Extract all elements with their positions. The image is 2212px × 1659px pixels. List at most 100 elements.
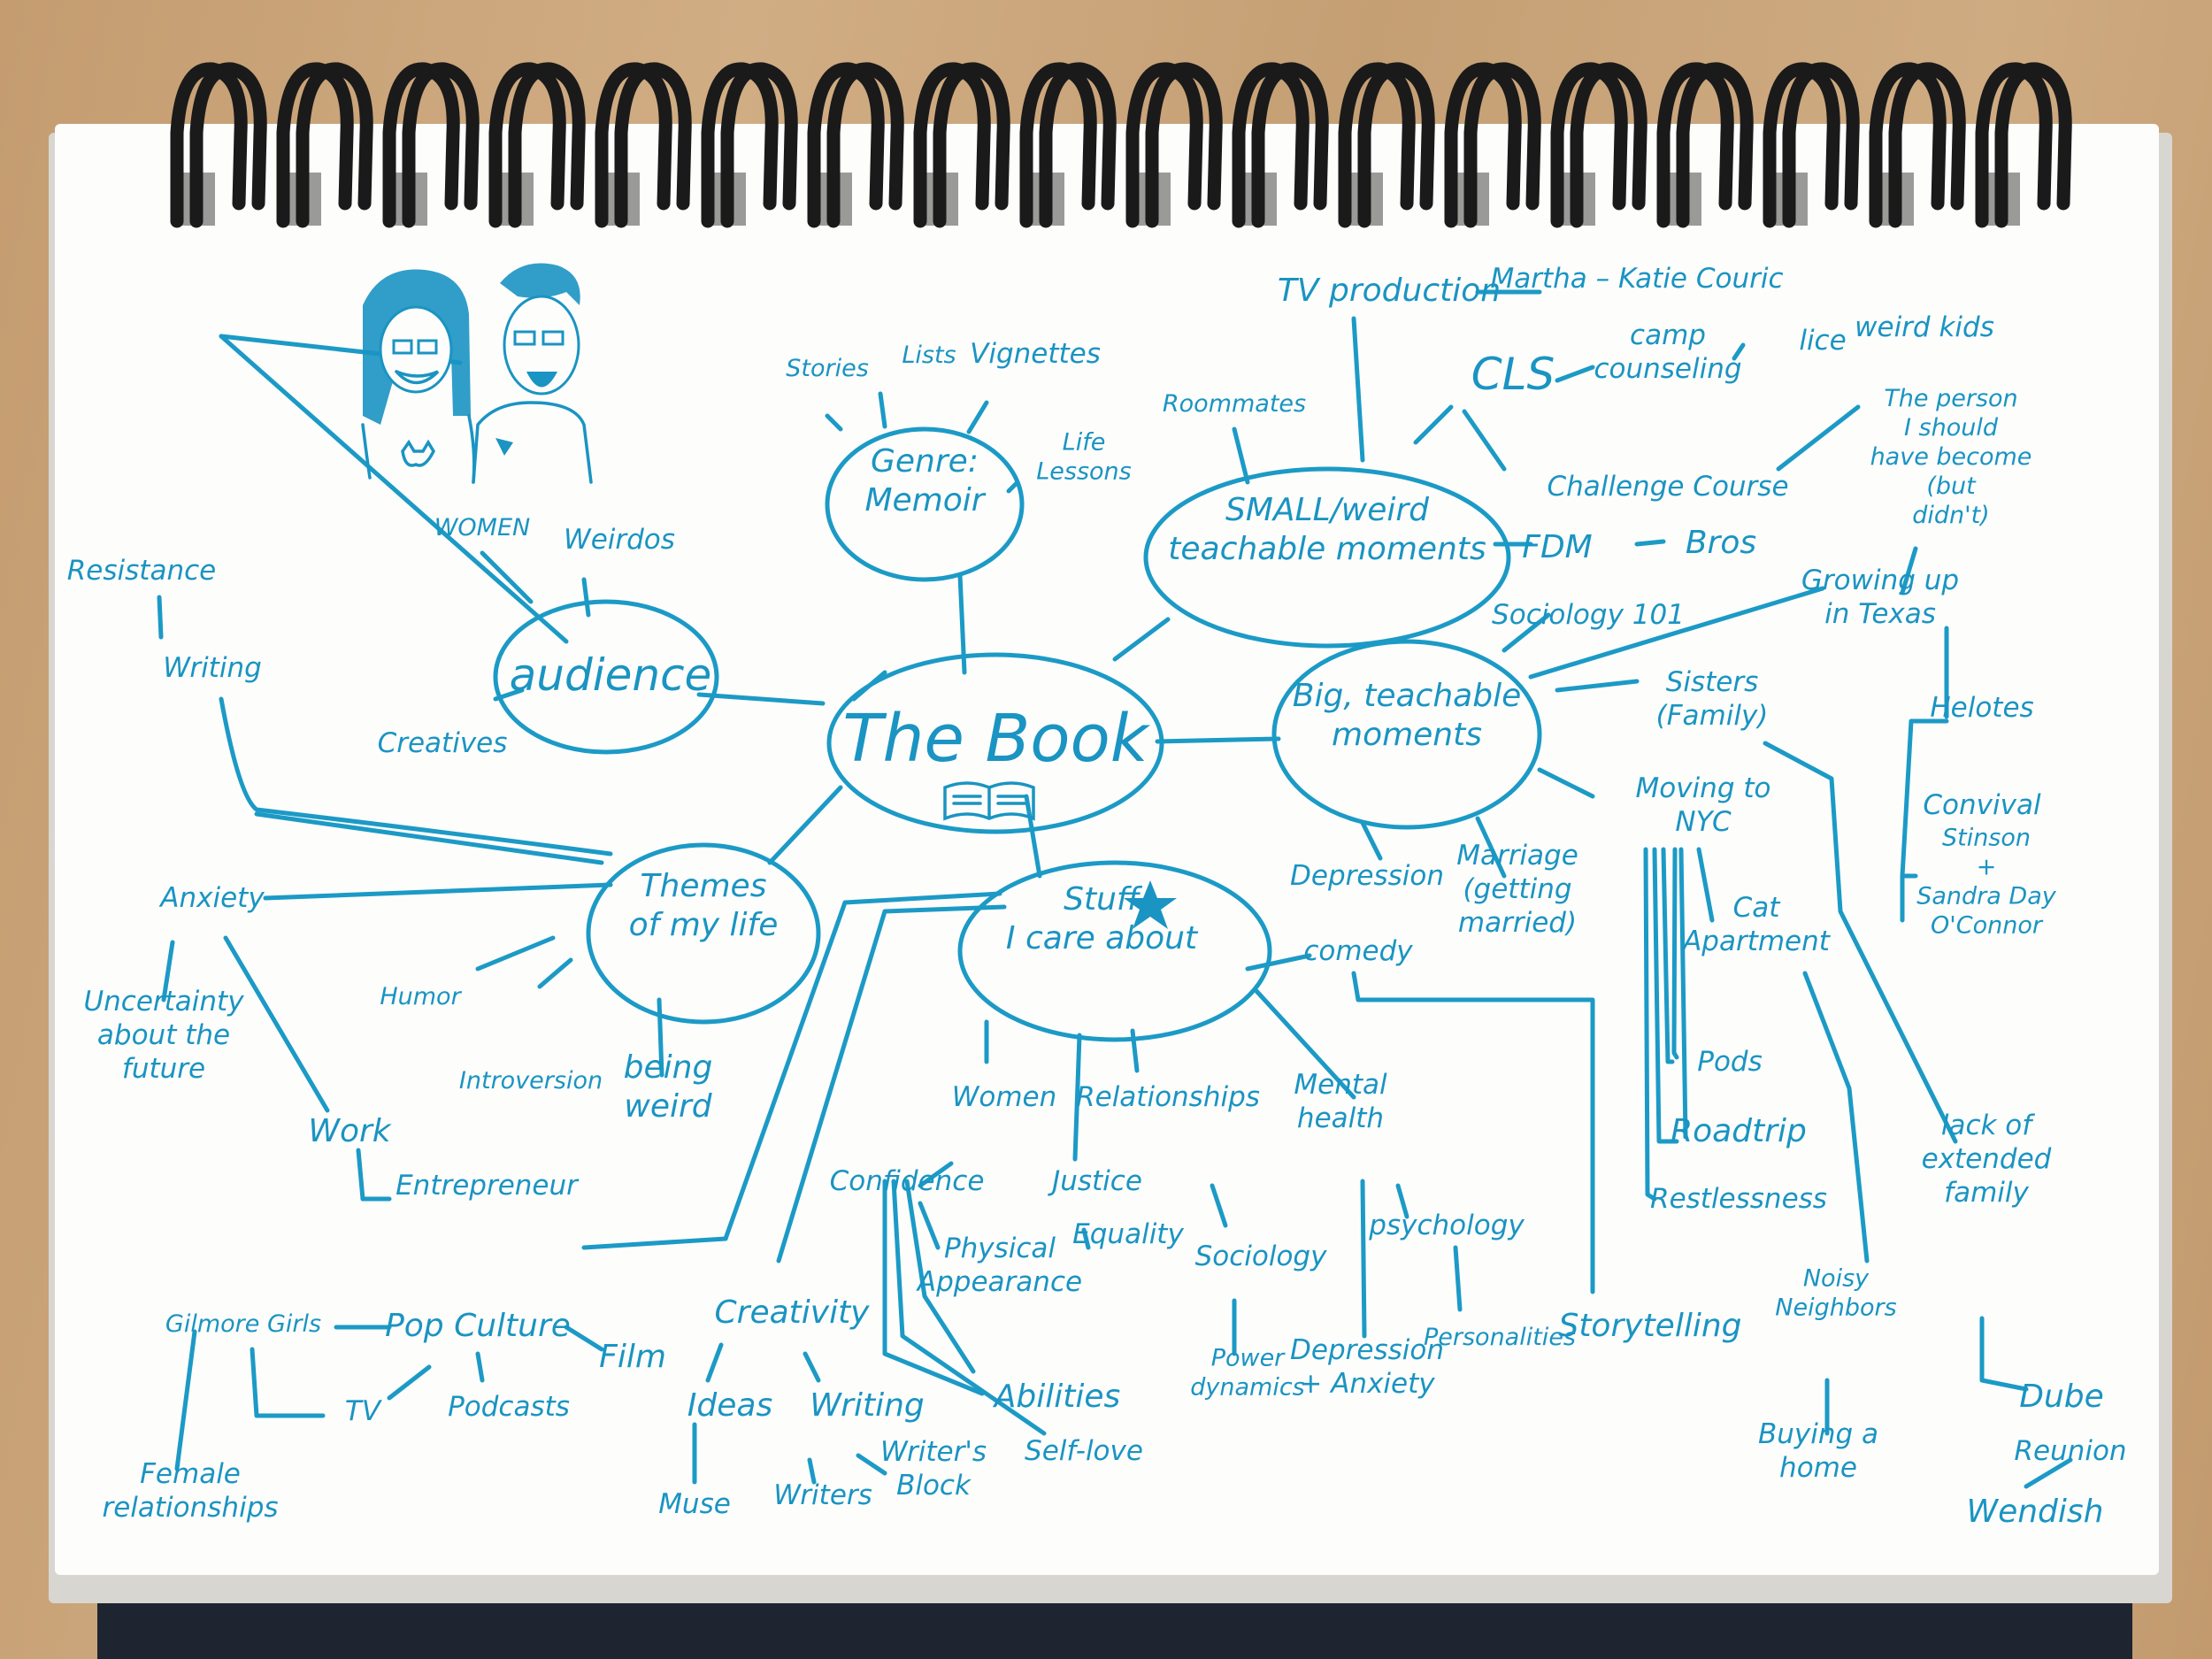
node-line: Helotes bbox=[1930, 692, 2033, 724]
node-line: about the bbox=[97, 1019, 230, 1051]
node-line: in Texas bbox=[1824, 598, 1936, 630]
node-line: (but bbox=[1926, 472, 1977, 500]
node-line: Depression bbox=[1290, 1334, 1444, 1366]
node-stories: Stories bbox=[786, 355, 869, 382]
node-resistance: Resistance bbox=[67, 555, 216, 587]
node-line: Noisy bbox=[1803, 1265, 1870, 1293]
node-entrepreneur: Entrepreneur bbox=[396, 1170, 580, 1202]
node-line: The person bbox=[1884, 385, 2017, 412]
spiral-ring bbox=[1463, 62, 1541, 228]
node-line: Relationships bbox=[1076, 1081, 1260, 1113]
node-line: (getting bbox=[1463, 873, 1571, 905]
node-line: O'Connor bbox=[1931, 912, 2044, 940]
node-storytelling: Storytelling bbox=[1558, 1308, 1741, 1344]
node-line: extended bbox=[1922, 1143, 2052, 1175]
node-line: Gilmore Girls bbox=[165, 1310, 321, 1338]
node-line: health bbox=[1297, 1102, 1384, 1134]
node-line: Bros bbox=[1686, 525, 1756, 561]
node-line: Big, teachable bbox=[1293, 678, 1521, 714]
node-line: Stories bbox=[786, 355, 869, 382]
node-cls: CLS bbox=[1471, 349, 1555, 400]
node-line: Sociology 101 bbox=[1492, 599, 1685, 631]
node-line: Roadtrip bbox=[1671, 1113, 1807, 1149]
node-selflove: Self-love bbox=[1025, 1435, 1143, 1467]
spiral-ring bbox=[826, 62, 904, 228]
node-line: Work bbox=[308, 1113, 392, 1149]
node-line: Personalities bbox=[1424, 1324, 1576, 1351]
node-line: Physical bbox=[944, 1233, 1056, 1264]
node-line: Power bbox=[1211, 1345, 1286, 1372]
spiral-ring bbox=[296, 62, 373, 228]
node-sociology: Sociology bbox=[1195, 1240, 1328, 1272]
node-line: teachable moments bbox=[1168, 531, 1486, 567]
node-vignettes: Vignettes bbox=[970, 338, 1101, 370]
node-roommates: Roommates bbox=[1163, 390, 1306, 418]
node-line: Sisters bbox=[1666, 666, 1759, 698]
star-icon bbox=[1124, 880, 1177, 929]
node-line: Moving to bbox=[1636, 772, 1771, 804]
node-line: didn't) bbox=[1912, 502, 1989, 529]
node-work: Work bbox=[308, 1113, 392, 1149]
node-line: Growing up bbox=[1801, 565, 1959, 596]
node-line: lice bbox=[1799, 325, 1846, 357]
node-weird-kids: weird kids bbox=[1855, 311, 1994, 343]
node-line: family bbox=[1944, 1177, 2029, 1209]
node-writing: Writing bbox=[810, 1387, 925, 1424]
node-line: Lessons bbox=[1036, 458, 1132, 486]
node-line: Entrepreneur bbox=[396, 1170, 580, 1202]
spiral-ring bbox=[189, 62, 267, 228]
node-challenge: Challenge Course bbox=[1547, 471, 1788, 503]
node-line: psychology bbox=[1368, 1210, 1525, 1241]
node-wendish: Wendish bbox=[1967, 1494, 2104, 1530]
node-restlessness: Restlessness bbox=[1650, 1183, 1827, 1215]
node-line: Writer's bbox=[880, 1436, 987, 1468]
node-film: Film bbox=[599, 1339, 666, 1375]
node-personalities: Personalities bbox=[1424, 1324, 1576, 1351]
node-line: Marriage bbox=[1456, 840, 1578, 872]
node-line: I should bbox=[1904, 414, 1999, 442]
node-pods: Pods bbox=[1697, 1046, 1763, 1078]
node-line: dynamics bbox=[1190, 1374, 1305, 1402]
node-line: relationships bbox=[102, 1492, 278, 1524]
node-line: Apartment bbox=[1681, 926, 1832, 957]
node-line: Writing bbox=[810, 1387, 925, 1424]
node-line: have become bbox=[1870, 443, 2032, 471]
node-line: Writers bbox=[773, 1479, 872, 1511]
node-ideas: Ideas bbox=[687, 1387, 772, 1424]
node-line: Cat bbox=[1733, 892, 1782, 924]
node-line: of my life bbox=[629, 907, 779, 943]
node-tv: TV bbox=[345, 1395, 383, 1427]
node-dep-anx: Depression+ Anxiety bbox=[1290, 1334, 1444, 1400]
themes-oval bbox=[586, 842, 821, 1025]
node-line: being bbox=[624, 1049, 713, 1086]
node-line: Female bbox=[140, 1458, 241, 1490]
node-comedy: comedy bbox=[1303, 935, 1413, 967]
node-line: Ideas bbox=[687, 1387, 772, 1424]
spiral-ring bbox=[1357, 62, 1435, 228]
node-line: Challenge Course bbox=[1547, 471, 1788, 503]
node-line: Writing bbox=[163, 652, 262, 684]
node-line: Appearance bbox=[916, 1266, 1082, 1298]
node-line: Humor bbox=[380, 983, 462, 1010]
node-weirdos: Weirdos bbox=[564, 524, 675, 556]
node-line: Reunion bbox=[2014, 1435, 2126, 1467]
node-line: Justice bbox=[1047, 1165, 1142, 1197]
node-justice: Justice bbox=[1047, 1165, 1142, 1197]
node-line: Podcasts bbox=[448, 1391, 570, 1423]
node-line: Dube bbox=[2019, 1379, 2104, 1415]
node-creatives: Creatives bbox=[378, 727, 508, 759]
node-line: Wendish bbox=[1967, 1494, 2104, 1530]
node-line: lack of bbox=[1941, 1110, 2035, 1141]
node-line: + bbox=[1977, 854, 1997, 881]
